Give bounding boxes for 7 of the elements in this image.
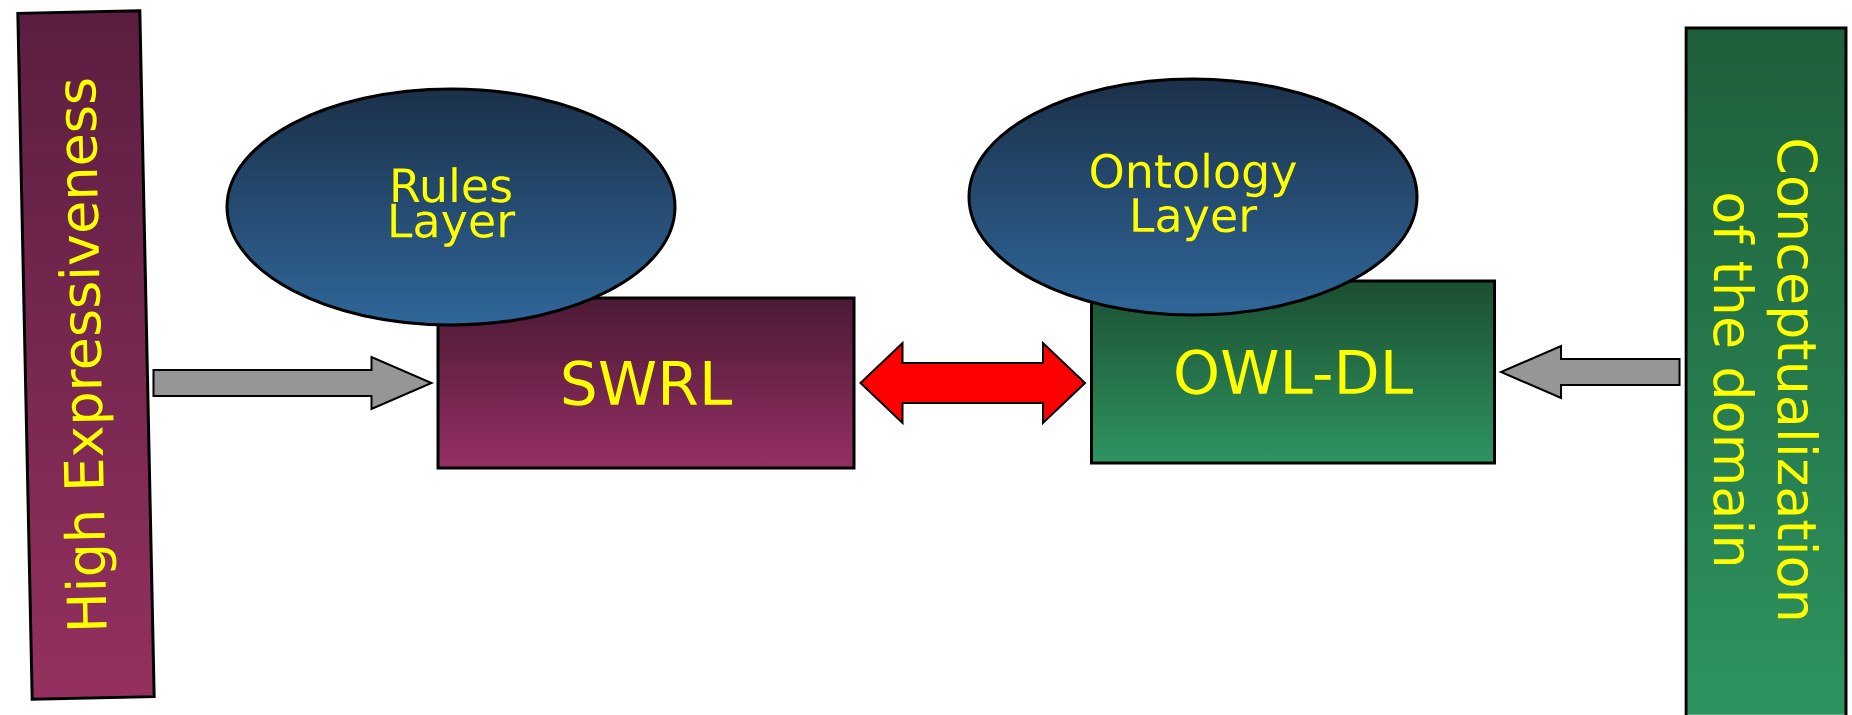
block-arrow <box>859 340 1087 426</box>
side-bar: High Expressiveness <box>16 9 156 701</box>
block-arrow <box>1498 344 1681 400</box>
side-bar: Conceptualization of the domain <box>1684 26 1848 715</box>
block-arrow <box>152 355 435 411</box>
process-box: OWL-DL <box>1090 279 1496 465</box>
process-box: SWRL <box>436 296 856 470</box>
